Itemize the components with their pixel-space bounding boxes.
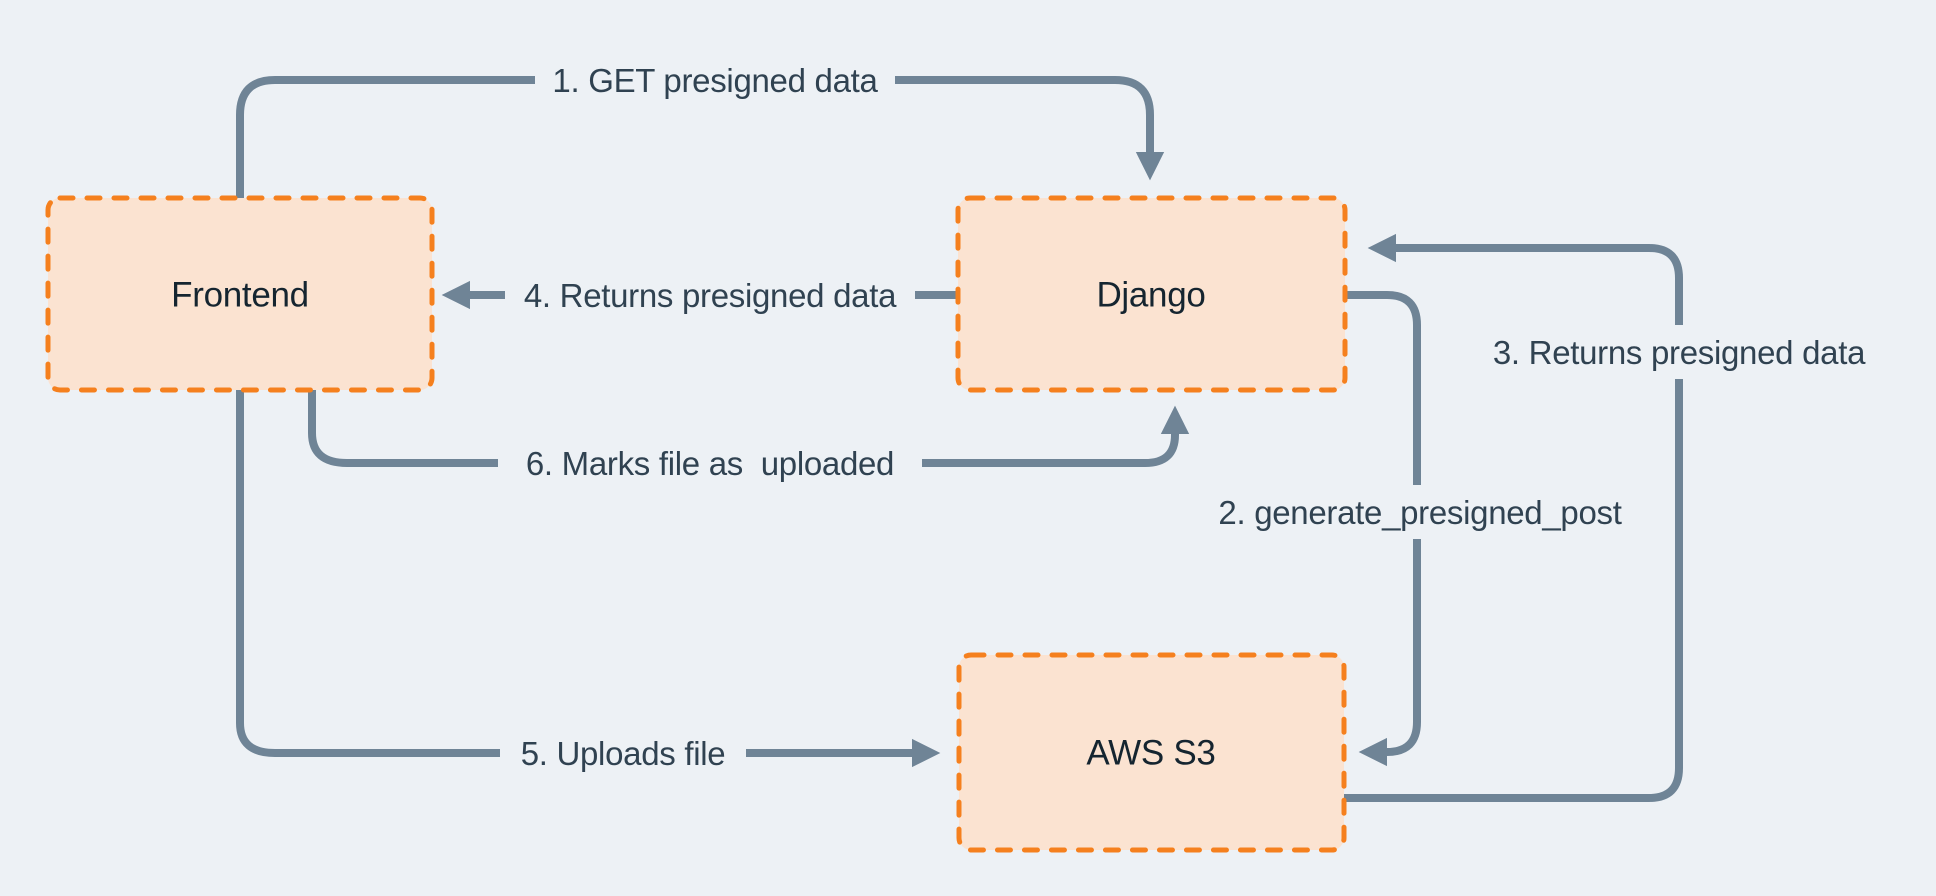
node-aws-s3: AWS S3 bbox=[956, 652, 1347, 853]
edge-4-label: 4. Returns presigned data bbox=[524, 277, 897, 314]
edge-label-backplates bbox=[498, 53, 1887, 780]
node-frontend: Frontend bbox=[45, 195, 435, 393]
node-aws-s3-label: AWS S3 bbox=[1086, 734, 1215, 773]
edge-3-label: 3. Returns presigned data bbox=[1493, 334, 1866, 371]
node-frontend-label: Frontend bbox=[171, 276, 309, 315]
edge-6-label: 6. Marks file as uploaded bbox=[526, 445, 894, 482]
edge-1-label-bg bbox=[535, 53, 895, 107]
edge-3-label-bg bbox=[1471, 325, 1887, 379]
edge-6-label-bg bbox=[498, 436, 922, 490]
edge-5-label-bg bbox=[500, 726, 746, 780]
edge-5-arrow bbox=[236, 386, 941, 768]
edge-2-label-bg bbox=[1192, 485, 1648, 539]
node-django-label: Django bbox=[1096, 276, 1205, 315]
edge-labels: 1. GET presigned data 2. generate_presig… bbox=[521, 62, 1867, 772]
edge-4-label-bg bbox=[505, 268, 915, 322]
node-django: Django bbox=[955, 195, 1348, 393]
node-aws-s3-box bbox=[956, 652, 1347, 853]
edge-1-label: 1. GET presigned data bbox=[552, 62, 878, 99]
edge-2-arrow bbox=[1341, 291, 1421, 767]
edge-2-label: 2. generate_presigned_post bbox=[1218, 494, 1621, 531]
node-frontend-box bbox=[45, 195, 435, 393]
node-django-box bbox=[955, 195, 1348, 393]
edge-3-arrow bbox=[1340, 233, 1683, 802]
edge-5-label: 5. Uploads file bbox=[521, 735, 726, 772]
